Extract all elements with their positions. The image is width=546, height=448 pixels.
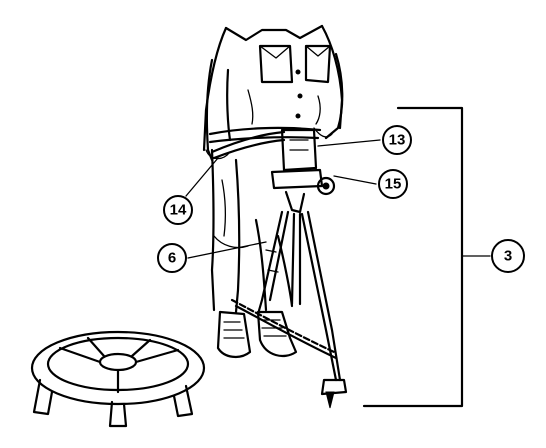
callout-3-label: 3 xyxy=(504,248,512,265)
callout-15: 15 xyxy=(379,170,407,198)
callout-14: 14 xyxy=(164,196,192,224)
callout-14-label: 14 xyxy=(170,202,187,219)
callout-13-label: 13 xyxy=(389,132,406,149)
callout-13: 13 xyxy=(383,126,411,154)
baseplate xyxy=(32,332,204,426)
callout-6: 6 xyxy=(158,244,186,272)
callout-15-label: 15 xyxy=(385,176,402,193)
callout-6-label: 6 xyxy=(168,250,176,267)
group-bracket xyxy=(364,108,490,406)
tripod xyxy=(258,192,346,408)
callout-3: 3 xyxy=(492,240,524,272)
